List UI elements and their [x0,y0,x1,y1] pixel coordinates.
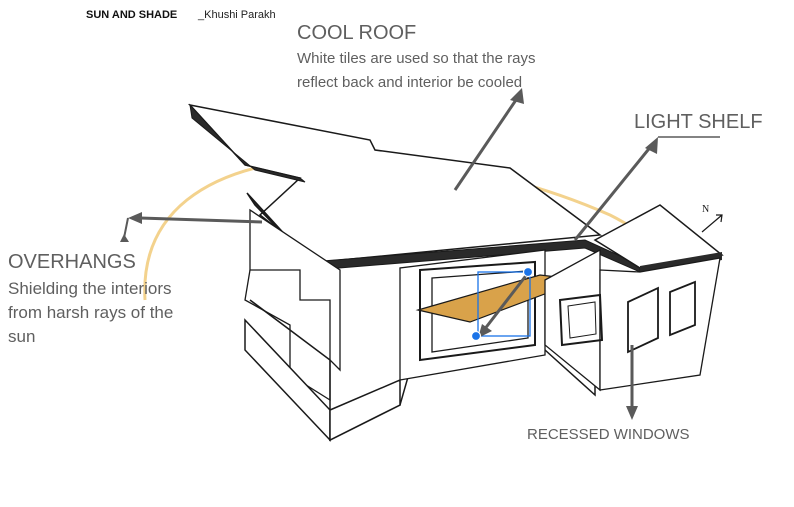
light-shelf-arrow[interactable] [573,144,654,241]
light-shelf-label[interactable]: LIGHT SHELF [634,111,763,133]
north-mark: N [702,204,709,215]
central-window-frame [419,260,536,362]
overhangs-label[interactable]: OVERHANGS [8,251,136,273]
overhang-leader [123,217,129,239]
north-arrow [701,214,723,233]
annotation-arrows [120,88,720,420]
right-wing-wall [599,257,721,391]
plinth-front [329,378,401,442]
small-window-inner [567,301,597,339]
overhang-arrowhead [128,212,142,224]
recessed-windows-arrowhead [626,406,638,420]
left-wall [249,208,341,372]
overhangs-description[interactable]: Shielding the interiors from harsh rays … [8,279,174,346]
overhang-arrow[interactable] [139,216,263,224]
selection-handle-start[interactable] [522,266,534,278]
right-window-2 [669,280,696,337]
cool-roof-label[interactable]: COOL ROOF [297,22,417,44]
light-shelf-arrowhead [645,137,658,154]
title-bold: SUN AND SHADE [86,9,178,21]
right-wall [544,248,601,392]
title-author: _Khushi Parakh [198,9,276,21]
recessed-windows-label[interactable]: RECESSED WINDOWS [527,426,690,443]
small-window [558,293,604,347]
overhang-leader-head [120,234,129,242]
selected-connector-head [478,324,492,338]
cool-roof-arrow[interactable] [453,96,520,191]
right-window-1 [627,286,659,354]
selection-handle-end[interactable] [470,330,482,342]
cool-roof-description[interactable]: White tiles are used so that the rays re… [297,50,536,91]
selection-box[interactable] [477,271,531,337]
upper-roof-edge [189,103,306,183]
selected-connector[interactable] [482,272,530,331]
plinth-base [244,318,331,442]
cool-roof-arrowhead [510,88,524,104]
central-window-inner [431,270,529,353]
